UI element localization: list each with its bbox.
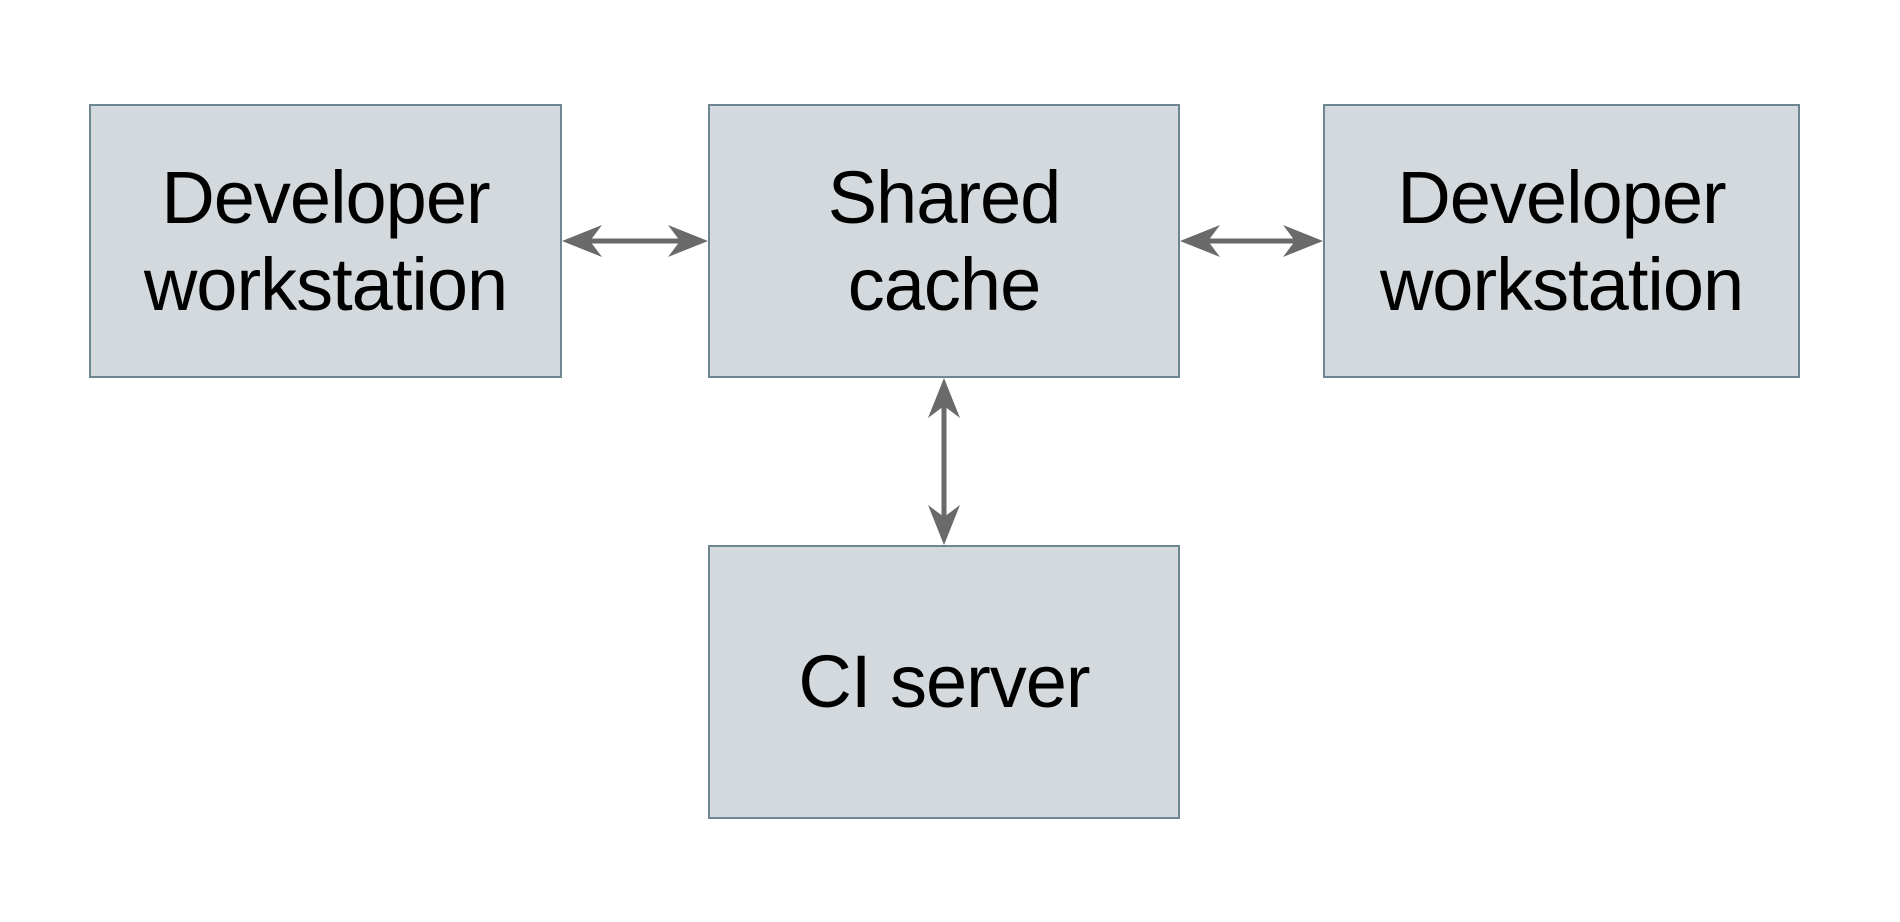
node-label-ci-server: CI server [798,640,1090,724]
arrow-shared-cache-ci-server [928,378,960,545]
node-developer-workstation-left: Developer workstation [89,104,562,378]
node-developer-workstation-right: Developer workstation [1323,104,1800,378]
node-label-shared-cache: Shared cache [827,155,1062,326]
arrow-left-workstation-shared-cache [562,225,708,257]
arrow-shared-cache-right-workstation [1180,225,1323,257]
node-label-developer-workstation-right: Developer workstation [1379,155,1744,326]
node-ci-server: CI server [708,545,1180,819]
node-shared-cache: Shared cache [708,104,1180,378]
node-label-developer-workstation-left: Developer workstation [143,155,508,326]
